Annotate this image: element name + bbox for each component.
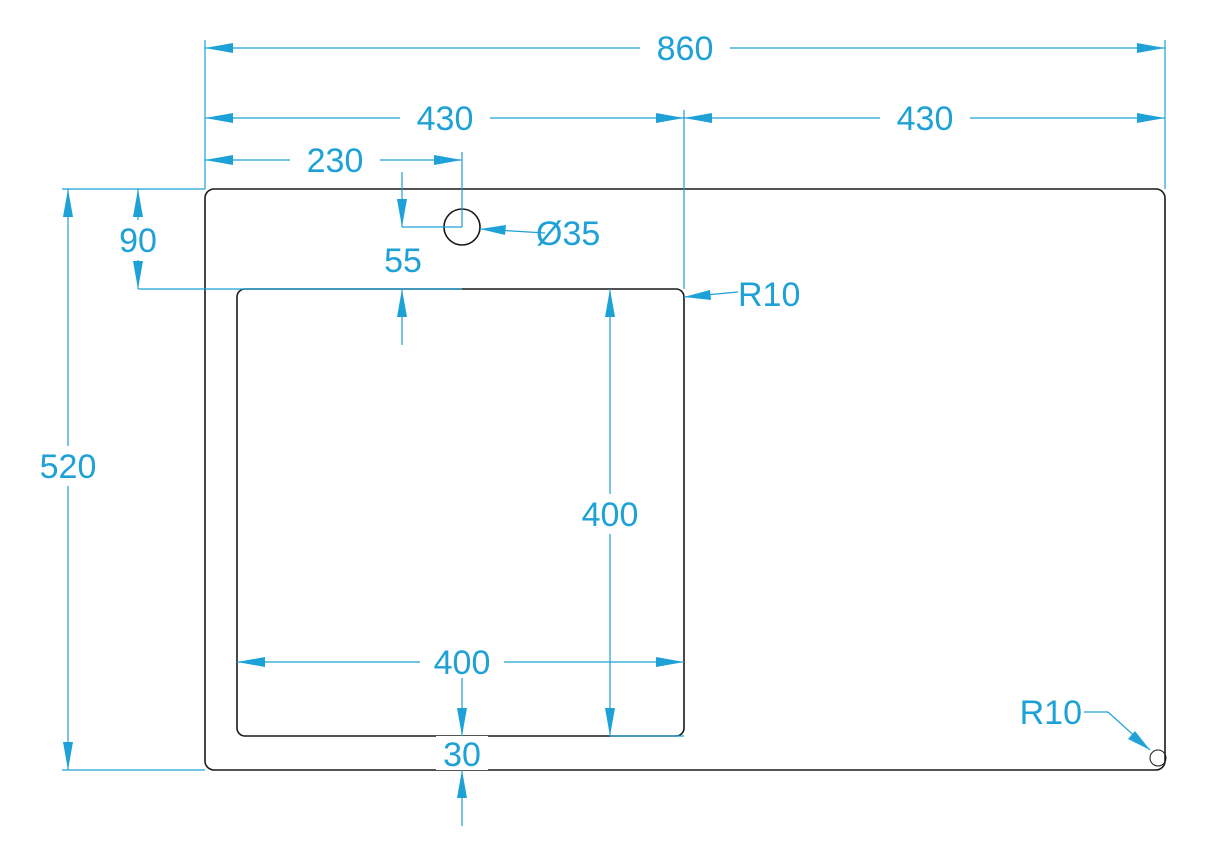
dim-tap-hole-offset: 230 [205, 140, 463, 227]
label-outer-corner-radius: R10 [1020, 694, 1082, 732]
dim-bowl-width: 400 [237, 642, 684, 682]
dim-bowl-from-bottom: 30 [436, 678, 488, 826]
label-tap-hole-from-top: 55 [384, 242, 422, 280]
dim-left-half: 430 [205, 98, 684, 138]
label-bowl-depth: 400 [582, 496, 639, 534]
label-bowl-corner-radius: R10 [738, 276, 800, 314]
label-tap-hole-diameter: Ø35 [536, 215, 600, 253]
dim-overall-width: 860 [204, 28, 1166, 189]
label-bowl-width: 400 [434, 644, 491, 682]
label-bowl-from-top: 90 [119, 222, 157, 260]
label-overall-width: 860 [657, 30, 714, 68]
dim-overall-depth: 520 [30, 189, 205, 771]
dim-tap-hole-from-top: 55 [384, 172, 462, 345]
dim-bowl-from-top: 90 [62, 188, 462, 290]
dim-right-half: 430 [683, 98, 1165, 289]
dim-bowl-corner-radius: R10 [683, 276, 800, 314]
dim-tap-hole-diameter: Ø35 [479, 215, 600, 253]
outer-corner-radius-marker [1149, 749, 1167, 767]
dim-outer-corner-radius: R10 [1020, 694, 1151, 751]
label-right-half: 430 [897, 100, 954, 138]
countertop-outline [204, 188, 1166, 771]
label-overall-depth: 520 [40, 448, 97, 486]
label-bowl-from-bottom: 30 [443, 736, 481, 774]
label-left-half: 430 [417, 100, 474, 138]
label-tap-hole-offset: 230 [307, 142, 364, 180]
dim-bowl-depth: 400 [572, 289, 684, 737]
